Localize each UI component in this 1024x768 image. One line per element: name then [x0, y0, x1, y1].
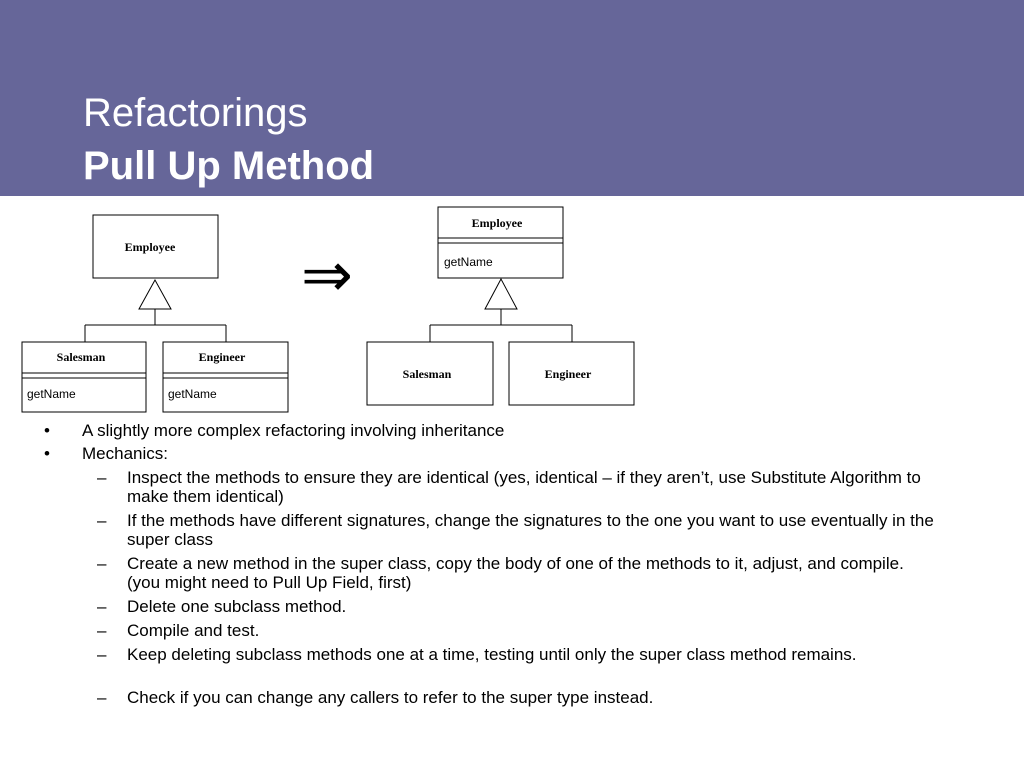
before-employee-name: Employee	[125, 240, 176, 254]
before-engineer-name: Engineer	[199, 350, 246, 364]
sub-bullet-text: Inspect the methods to ensure they are i…	[127, 468, 921, 506]
before-diagram: Employee Salesman getName Engineer getNa…	[21, 214, 289, 413]
title-banner: Refactorings Pull Up Method	[0, 0, 1024, 196]
sub-bullet-marker: –	[97, 511, 107, 530]
after-salesman-box	[366, 341, 494, 406]
sub-bullet-marker: –	[97, 645, 107, 664]
sub-bullet-text: If the methods have different signatures…	[127, 511, 934, 549]
before-inheritance-triangle	[138, 278, 172, 310]
sub-bullet-text: Keep deleting subclass methods one at a …	[127, 645, 857, 664]
uml-diagram: Employee Salesman getName Engineer getNa…	[21, 206, 635, 413]
bullet-text: Mechanics:	[82, 444, 168, 463]
after-employee-name: Employee	[472, 216, 523, 230]
before-salesman-box	[21, 341, 147, 413]
before-engineer-box	[162, 341, 289, 413]
sub-bullet-text: Check if you can change any callers to r…	[127, 688, 654, 707]
sub-bullet-marker: –	[97, 621, 107, 640]
after-employee-method: getName	[444, 255, 493, 269]
bullet-marker: •	[44, 421, 50, 440]
sub-bullet-marker: –	[97, 688, 107, 707]
bullet-text: A slightly more complex refactoring invo…	[82, 421, 505, 440]
refactor-arrow: ⇒	[301, 238, 353, 311]
slide-subtitle: Pull Up Method	[83, 144, 375, 188]
slide-title: Refactorings	[83, 91, 308, 135]
sub-bullet-text: Delete one subclass method.	[127, 597, 347, 616]
sub-bullet-marker: –	[97, 554, 107, 573]
after-engineer-box	[508, 341, 635, 406]
bullet-marker: •	[44, 444, 50, 463]
before-salesman-method: getName	[27, 387, 76, 401]
after-salesman-name: Salesman	[403, 367, 452, 381]
sub-bullet-text: Compile and test.	[127, 621, 260, 640]
before-engineer-method: getName	[168, 387, 217, 401]
sub-bullet-marker: –	[97, 597, 107, 616]
after-inheritance-triangle	[484, 277, 518, 310]
sub-bullet-marker: –	[97, 468, 107, 487]
sub-bullet-text: Create a new method in the super class, …	[127, 554, 904, 592]
before-salesman-name: Salesman	[57, 350, 106, 364]
before-employee-box	[92, 214, 219, 279]
after-engineer-name: Engineer	[545, 367, 592, 381]
after-diagram: Employee getName Salesman Engineer	[366, 206, 635, 406]
